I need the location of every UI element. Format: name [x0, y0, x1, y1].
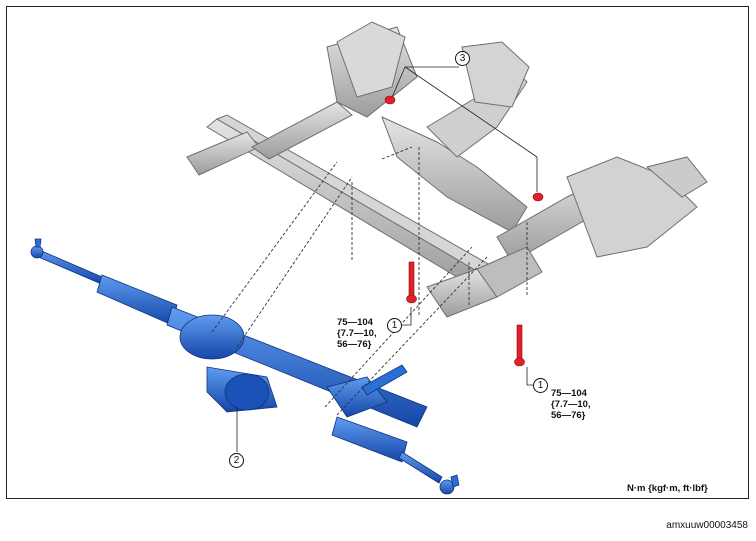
bolt-1-right — [516, 324, 523, 364]
nut-3-upper — [384, 95, 396, 105]
callout-3: 3 — [455, 51, 470, 66]
torque-spec-left-line2: {7.7—10, — [337, 328, 377, 339]
figure-frame: 3 1 1 2 75—104 {7.7—10, 56—76} 75—104 {7… — [6, 6, 749, 499]
figure-code: amxuuw00003458 — [666, 520, 748, 531]
torque-spec-right-line3: 56—76} — [551, 410, 586, 421]
alignment-lines — [211, 146, 528, 416]
crossmember — [186, 21, 708, 318]
nut-3-lower — [532, 192, 544, 202]
torque-spec-left: 75—104 {7.7—10, 56—76} — [337, 317, 377, 350]
torque-spec-left-line1: 75—104 — [337, 317, 373, 328]
callout-1-right: 1 — [533, 378, 548, 393]
steering-gear-and-linkage — [30, 238, 460, 495]
callout-1-left: 1 — [387, 318, 402, 333]
torque-spec-right: 75—104 {7.7—10, 56—76} — [551, 388, 591, 421]
torque-spec-right-line2: {7.7—10, — [551, 399, 591, 410]
leader-lines — [236, 66, 538, 452]
callout-2: 2 — [229, 453, 244, 468]
bolt-1-left — [408, 261, 415, 301]
torque-spec-left-line3: 56—76} — [337, 339, 372, 350]
units-note: N·m {kgf·m, ft·lbf} — [627, 483, 708, 494]
torque-spec-right-line1: 75—104 — [551, 388, 587, 399]
assembly-illustration — [30, 21, 708, 495]
fastener-highlights — [384, 95, 544, 367]
